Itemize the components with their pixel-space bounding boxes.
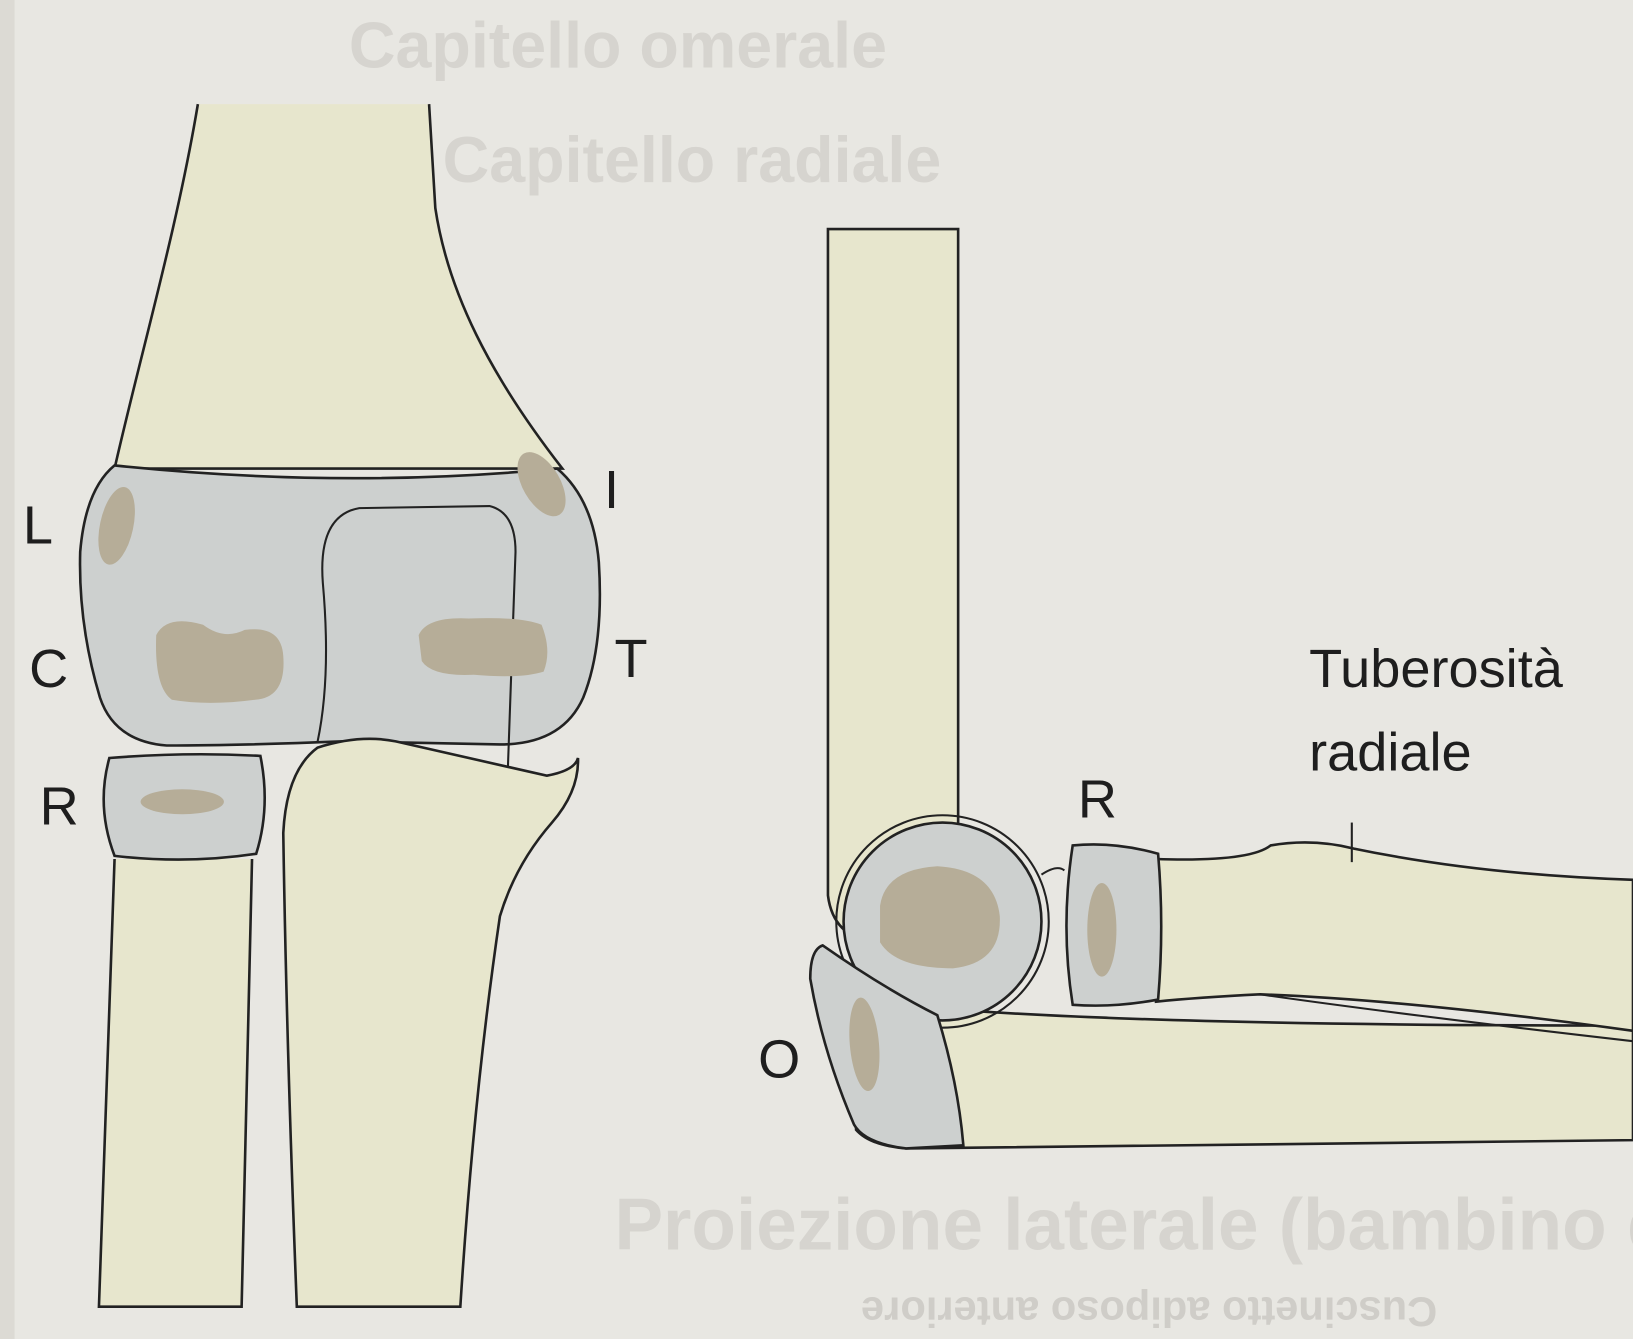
label-L: L bbox=[23, 496, 53, 556]
radius-shaft-frontal bbox=[97, 858, 254, 1309]
label-radiale: radiale bbox=[1309, 723, 1472, 783]
ghost-text-capitello-radiale: Capitello radiale bbox=[443, 124, 942, 196]
label-C: C bbox=[29, 639, 68, 699]
medial-epicondyle-ossification bbox=[517, 452, 566, 517]
lateral-epicondyle-ossification bbox=[98, 486, 135, 565]
trochlea-ossification bbox=[418, 618, 548, 677]
label-O: O bbox=[758, 1030, 800, 1090]
page-edge bbox=[0, 0, 15, 1339]
olecranon-ossification bbox=[849, 997, 880, 1092]
label-R-lateral: R bbox=[1078, 769, 1117, 829]
radial-head-ossification bbox=[140, 789, 224, 815]
distal-humerus-epiphysis bbox=[78, 464, 602, 747]
frontal-view: L I C T R bbox=[23, 103, 648, 1309]
ghost-text-title: Proiezione laterale (bambino di 9-10 bbox=[614, 1184, 1633, 1265]
trochlea-outline bbox=[316, 504, 517, 906]
radial-head-ossification-lateral bbox=[1087, 882, 1117, 977]
capitellum-ossification bbox=[155, 621, 284, 703]
label-T: T bbox=[614, 629, 647, 689]
capitellum-outline bbox=[835, 814, 1050, 1029]
radius-ulna-overlap-line bbox=[1260, 993, 1633, 1043]
olecranon bbox=[808, 943, 965, 1150]
ghost-text-capitello-omerale: Capitello omerale bbox=[349, 10, 887, 82]
radial-neck-small-line bbox=[1040, 867, 1066, 876]
capitellum-ossification-lateral bbox=[880, 866, 1000, 969]
label-R-frontal: R bbox=[40, 777, 79, 837]
ulna-frontal bbox=[281, 737, 580, 1309]
ghost-text-mirrored: Cuscinetto adiposo anteriore bbox=[861, 1288, 1437, 1335]
radius-shaft-lateral bbox=[1154, 841, 1633, 1033]
label-tuberosita: Tuberosità bbox=[1309, 639, 1564, 699]
lateral-view: R O Tuberosità radiale bbox=[758, 227, 1633, 1150]
label-I: I bbox=[604, 460, 619, 520]
